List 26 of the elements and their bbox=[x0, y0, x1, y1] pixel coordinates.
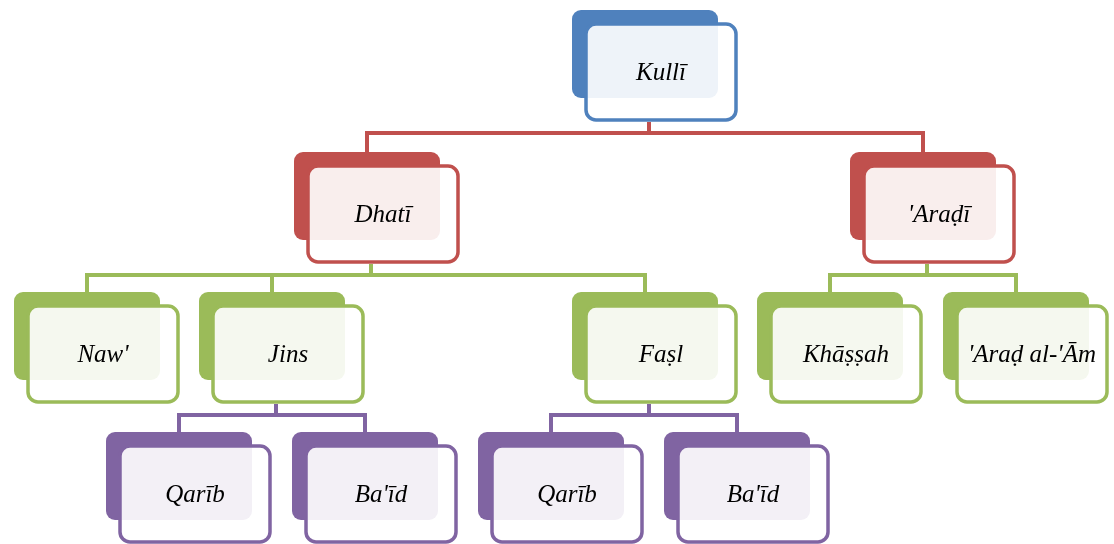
stacked-box bbox=[14, 292, 180, 404]
node-label: 'Araḍ al-'Ām bbox=[967, 340, 1096, 368]
connector-line bbox=[647, 122, 925, 152]
stacked-box bbox=[757, 292, 923, 404]
stacked-box bbox=[850, 152, 1016, 264]
stacked-box bbox=[572, 10, 738, 122]
stacked-box bbox=[294, 152, 460, 264]
stacked-box bbox=[572, 292, 738, 404]
stacked-box bbox=[943, 292, 1109, 404]
node-label: Ba'īd bbox=[726, 480, 780, 508]
stacked-box bbox=[106, 432, 272, 544]
node-label: Qarīb bbox=[165, 480, 225, 508]
connector-line bbox=[369, 264, 647, 292]
stacked-box bbox=[292, 432, 458, 544]
node-label: Jins bbox=[267, 340, 309, 368]
node-label: Kullī bbox=[636, 58, 686, 86]
node-label: Faṣl bbox=[638, 340, 684, 368]
node-label: Ba'īd bbox=[354, 480, 408, 508]
node-label: Qarīb bbox=[537, 480, 597, 508]
stacked-box bbox=[478, 432, 644, 544]
node-label: Dhatī bbox=[354, 200, 412, 228]
node-label: Naw' bbox=[77, 340, 129, 368]
stacked-box bbox=[664, 432, 830, 544]
node-label: Khāṣṣah bbox=[802, 340, 890, 368]
stacked-box bbox=[199, 292, 365, 404]
node-label: 'Araḍī bbox=[907, 200, 971, 228]
